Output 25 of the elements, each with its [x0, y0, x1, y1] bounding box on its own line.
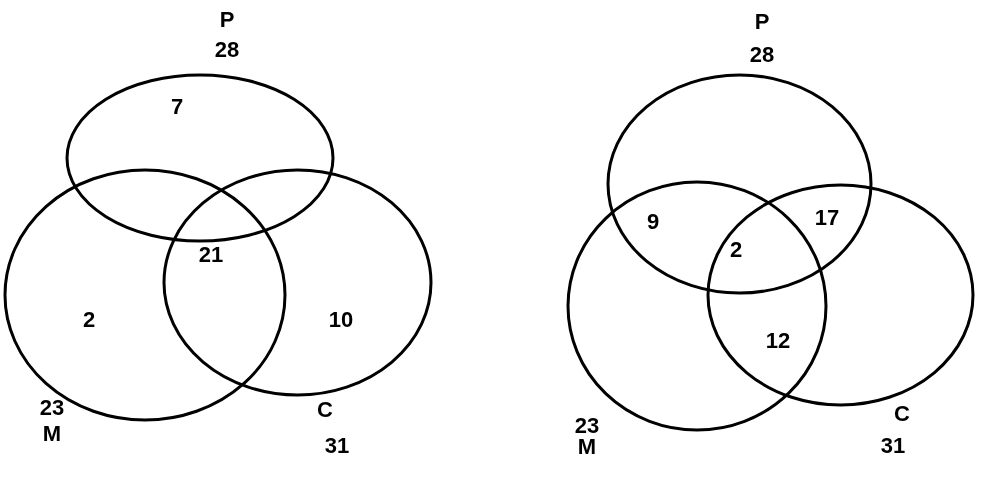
set-label: 31	[880, 435, 906, 457]
set-label: M	[42, 423, 62, 445]
set-label: C	[894, 403, 910, 425]
region-count: 2	[729, 239, 743, 261]
region-count: 17	[814, 207, 840, 229]
set-label: 23	[39, 397, 65, 419]
region-count: 21	[198, 244, 224, 266]
ellipse-outline	[162, 168, 433, 397]
region-count: 9	[646, 211, 660, 233]
set-label: P	[754, 11, 770, 33]
set-label: M	[577, 436, 597, 458]
ellipse-outline	[606, 73, 873, 295]
set-label: C	[317, 399, 333, 421]
region-count: 2	[82, 309, 96, 331]
region-count: 12	[765, 330, 791, 352]
set-label: P	[219, 9, 235, 31]
set-label: 31	[324, 435, 350, 457]
set-label: 28	[214, 39, 240, 61]
region-count: 7	[170, 96, 184, 118]
region-count: 10	[328, 309, 354, 331]
ellipse-outline	[65, 73, 335, 243]
set-label: 23	[574, 415, 600, 437]
ellipse-outline	[706, 183, 975, 407]
set-label: 28	[749, 44, 775, 66]
ellipse-outline	[3, 168, 287, 422]
